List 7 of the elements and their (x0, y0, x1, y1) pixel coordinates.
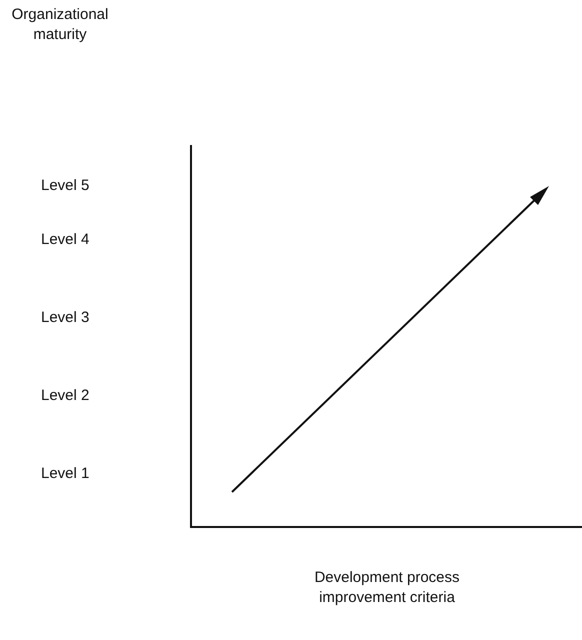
axis-title: Development process improvement criteria (313, 568, 461, 608)
level-label: Level 4 (41, 230, 90, 250)
axis-title: Organizational maturity (10, 5, 110, 45)
level-label: Level 3 (41, 308, 90, 328)
level-label: Level 5 (41, 176, 90, 196)
level-label: Level 2 (41, 386, 90, 406)
level-label: Level 1 (41, 464, 90, 484)
